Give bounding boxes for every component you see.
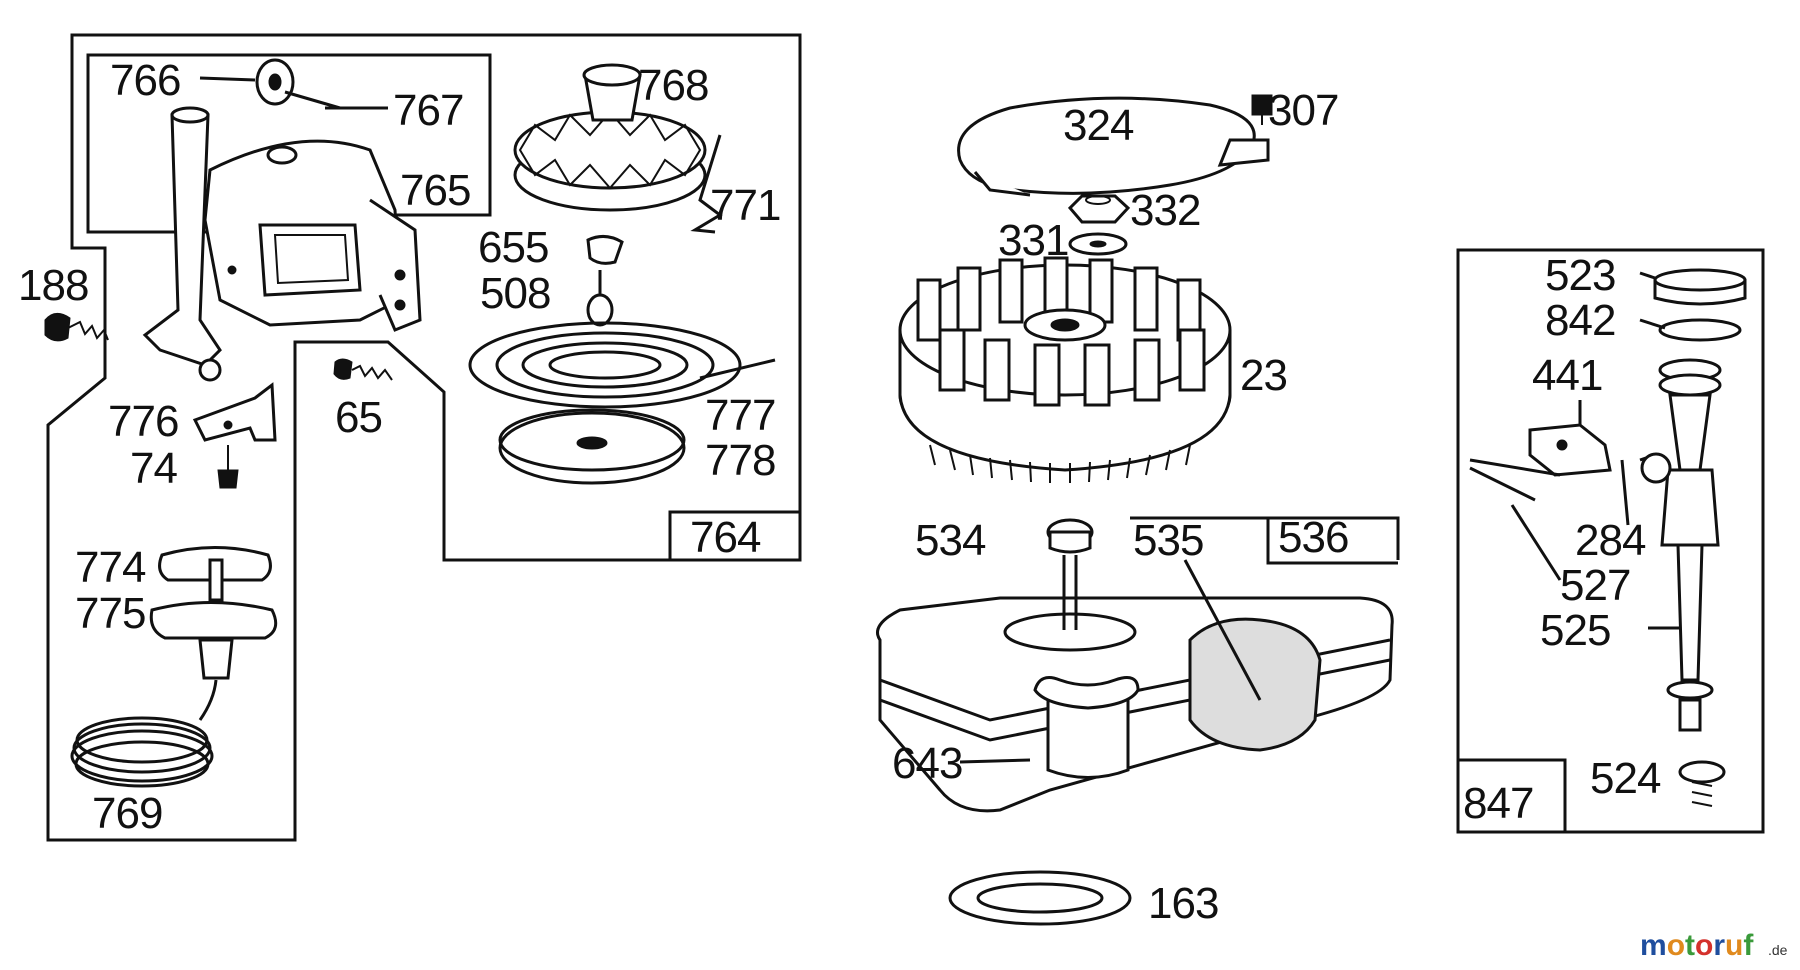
nut-332-part — [1067, 194, 1131, 224]
leader-766 — [199, 76, 256, 82]
bolt-307-part — [1251, 94, 1273, 125]
label-524: 524 — [1590, 754, 1661, 803]
label-527: 527 — [1560, 561, 1630, 610]
box-536-label: 536 — [1278, 513, 1348, 562]
label-284: 284 — [1575, 516, 1646, 565]
label-775: 775 — [75, 589, 145, 638]
label-767: 767 — [393, 86, 463, 135]
tube-525-part — [1658, 358, 1722, 732]
label-74: 74 — [130, 444, 177, 493]
label-771: 771 — [710, 181, 780, 230]
assembly-764-group: 764 — [18, 33, 802, 842]
washer-331-part — [1068, 232, 1128, 256]
label-535: 535 — [1133, 516, 1203, 565]
rope-769-part — [70, 716, 214, 788]
label-774: 774 — [75, 543, 146, 592]
box-847-frame — [1458, 758, 1567, 832]
label-776: 776 — [108, 397, 178, 446]
box-764-frame — [668, 510, 802, 562]
screen-324-part — [957, 96, 1270, 197]
label-332: 332 — [1130, 186, 1200, 235]
box-536-inner — [1266, 518, 1398, 565]
watermark-letter: f — [1743, 929, 1754, 962]
pulley-768-part — [513, 63, 723, 234]
air-cleaner-group: 536 534 535 643 163 — [876, 513, 1400, 928]
spring-777-part — [468, 321, 776, 409]
bracket-441-part — [1469, 423, 1672, 502]
washer-766-part — [255, 58, 341, 110]
label-768: 768 — [638, 61, 708, 110]
watermark-letter: t — [1685, 929, 1695, 962]
label-842: 842 — [1545, 296, 1615, 345]
air-cleaner-body-part — [876, 518, 1394, 813]
flywheel-group: 324 307 332 331 23 — [898, 86, 1339, 483]
screw-188-part — [44, 313, 109, 342]
watermark-text: motoruf — [1640, 929, 1754, 962]
watermark-letter: r — [1713, 929, 1725, 962]
starter-handle-part — [149, 546, 278, 721]
screw-524-part — [1678, 760, 1726, 807]
starter-housing-part — [203, 139, 422, 332]
label-523: 523 — [1545, 251, 1615, 300]
box-847-label: 847 — [1463, 779, 1533, 828]
screw-65-part — [333, 358, 393, 381]
label-307: 307 — [1268, 86, 1338, 135]
watermark-letter: m — [1640, 929, 1667, 962]
label-65: 65 — [335, 393, 382, 442]
flywheel-23-part — [898, 256, 1232, 483]
label-508: 508 — [480, 269, 550, 318]
bracket-776-part — [192, 382, 277, 489]
label-643: 643 — [892, 739, 962, 788]
label-23: 23 — [1240, 351, 1287, 400]
label-525: 525 — [1540, 606, 1610, 655]
label-441: 441 — [1532, 351, 1602, 400]
cup-778-part — [498, 408, 686, 485]
gasket-163-part — [948, 870, 1132, 926]
label-777: 777 — [705, 391, 775, 440]
label-766: 766 — [110, 56, 180, 105]
label-324: 324 — [1063, 101, 1134, 150]
watermark-letter: u — [1725, 929, 1743, 962]
label-331: 331 — [998, 216, 1068, 265]
label-778: 778 — [705, 436, 775, 485]
watermark-suffix: .de — [1768, 942, 1788, 958]
watermark-letter: o — [1667, 929, 1685, 962]
label-163: 163 — [1148, 879, 1218, 928]
cap-523-part — [1653, 268, 1747, 306]
watermark-logo: motoruf .de — [1640, 929, 1788, 962]
watermark-letter: o — [1695, 929, 1713, 962]
label-534: 534 — [915, 516, 986, 565]
box-536-frame — [1130, 516, 1400, 560]
box-764-label: 764 — [690, 513, 761, 562]
label-765: 765 — [400, 166, 470, 215]
label-655: 655 — [478, 223, 548, 272]
assembly-847-outline — [1456, 248, 1765, 834]
pawl-655-part — [586, 235, 624, 327]
assembly-847-group: 847 — [1456, 248, 1765, 834]
label-769: 769 — [92, 789, 162, 838]
ring-842-part — [1658, 318, 1742, 342]
label-188: 188 — [18, 261, 88, 310]
control-lever-part — [142, 106, 222, 382]
